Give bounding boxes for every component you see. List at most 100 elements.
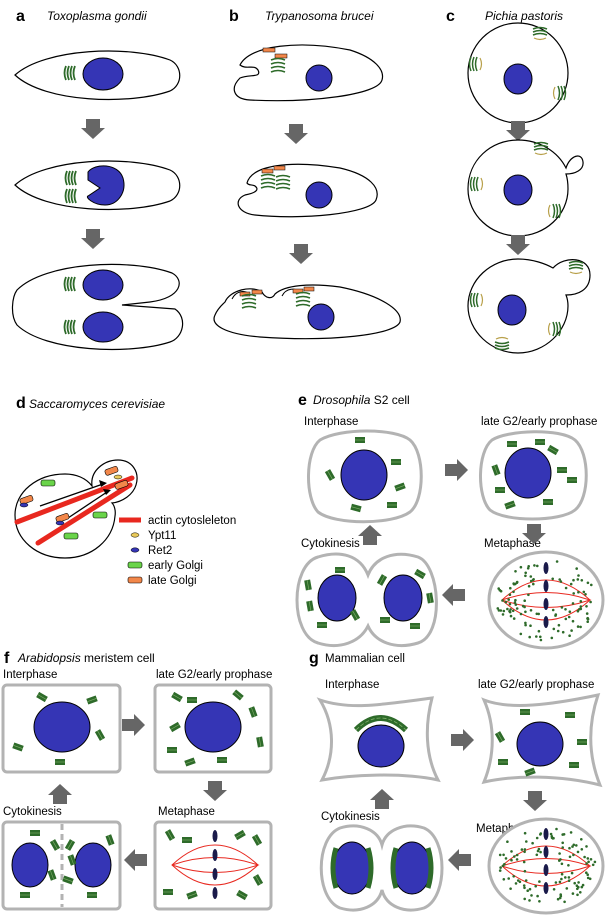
golgi-dot	[570, 871, 574, 875]
golgi-dot	[527, 593, 530, 597]
stage-interphase: Interphase	[325, 679, 379, 691]
golgi-dot	[568, 610, 572, 613]
golgi-dot	[573, 881, 576, 885]
golgi-dot	[576, 578, 580, 581]
golgi-dot	[539, 638, 543, 642]
golgi-dot	[529, 579, 533, 583]
golgi-dot	[551, 577, 554, 581]
golgi-dot	[512, 617, 516, 620]
golgi-dot	[538, 900, 541, 903]
mammalian-interphase-cell	[316, 696, 441, 783]
left-arrow	[124, 849, 147, 871]
golgi-dot	[567, 615, 571, 619]
golgi-dot	[586, 857, 590, 860]
golgi-dot	[579, 625, 582, 629]
golgi-dot	[510, 850, 513, 853]
golgi-dot	[568, 634, 571, 637]
yeast-cell	[14, 459, 138, 559]
golgi-dot	[582, 590, 586, 594]
golgi-dot	[524, 571, 527, 575]
stage-interphase: Interphase	[3, 669, 57, 681]
stage-cytokinesis: Cytokinesis	[321, 811, 380, 823]
golgi-dot	[555, 827, 558, 831]
golgi-dot	[531, 841, 534, 845]
golgi-dot	[552, 888, 556, 891]
golgi-dot	[585, 862, 588, 865]
mammalian-cytokinesis-cell	[319, 824, 444, 912]
golgi-dot	[564, 876, 567, 879]
golgi-dot	[501, 599, 504, 602]
golgi-dot	[510, 858, 513, 862]
golgi-dot	[499, 866, 502, 869]
drosophila-cytokinesis-cell	[295, 552, 438, 648]
golgi-dot	[551, 608, 555, 612]
golgi-dot	[572, 578, 575, 582]
golgi-dot	[576, 887, 579, 891]
golgi-dot	[575, 844, 578, 847]
legend-early-golgi: early Golgi	[148, 560, 203, 572]
golgi-dot	[528, 899, 531, 902]
golgi-dot	[593, 860, 597, 864]
golgi-dot	[561, 630, 565, 634]
golgi-dot	[550, 636, 554, 640]
golgi-dot	[571, 619, 575, 623]
golgi-dot	[558, 896, 562, 900]
trypanosoma-cell-3	[213, 284, 401, 340]
golgi-dot	[522, 884, 526, 887]
golgi-dot	[536, 564, 539, 568]
up-arrow	[370, 789, 394, 809]
panel-f-title: Arabidopsis meristem cell	[17, 651, 155, 665]
golgi-dot	[571, 892, 575, 895]
golgi-dot	[549, 832, 553, 836]
golgi-dot	[567, 864, 570, 867]
pichia-cell-1	[467, 22, 569, 124]
golgi-dot	[577, 881, 580, 884]
golgi-dot	[525, 840, 528, 843]
trypanosoma-cell-2	[237, 163, 378, 218]
stage-metaphase: Metaphase	[158, 806, 215, 818]
golgi-dot	[556, 897, 560, 901]
golgi-dot	[529, 624, 532, 627]
legend-actin: actin cytosleleton	[148, 515, 236, 527]
golgi-dot	[535, 612, 539, 616]
golgi-dot	[499, 609, 503, 612]
golgi-dot	[571, 602, 575, 605]
arabidopsis-prophase-cell	[153, 683, 273, 774]
golgi-dot	[524, 610, 527, 614]
stage-late-g2: late G2/early prophase	[156, 669, 272, 681]
arabidopsis-interphase-cell	[1, 683, 122, 774]
golgi-dot	[589, 858, 593, 861]
golgi-dot	[524, 621, 527, 625]
golgi-dot	[522, 860, 526, 864]
golgi-dot	[587, 860, 590, 864]
golgi-dot	[539, 833, 542, 836]
pichia-cell-3	[467, 258, 591, 354]
legend-ret2: Ret2	[148, 545, 172, 557]
golgi-dot	[580, 579, 584, 582]
golgi-dot	[580, 838, 583, 841]
golgi-dot	[537, 629, 541, 633]
golgi-dot	[523, 605, 526, 609]
golgi-dot	[555, 560, 559, 563]
golgi-dot	[535, 853, 539, 857]
right-arrow	[122, 714, 145, 736]
golgi-dot	[564, 617, 568, 621]
golgi-dot	[519, 565, 523, 569]
panel-f-letter: f	[4, 650, 10, 667]
golgi-dot	[589, 600, 592, 604]
golgi-dot	[561, 846, 564, 849]
golgi-dot	[585, 605, 588, 608]
golgi-dot	[498, 869, 502, 872]
golgi-dot	[523, 897, 526, 901]
golgi-dot	[513, 855, 516, 858]
down-arrow	[289, 244, 313, 264]
pichia-cell-2	[467, 139, 584, 237]
panel-d-letter: d	[16, 395, 26, 412]
golgi-dot	[579, 891, 582, 894]
golgi-dot	[497, 587, 501, 590]
golgi-dot	[580, 885, 584, 889]
arabidopsis-metaphase-cell	[153, 820, 273, 911]
golgi-dot	[585, 871, 588, 874]
panel-g-title: Mammalian cell	[325, 653, 405, 665]
golgi-dot	[514, 570, 517, 573]
